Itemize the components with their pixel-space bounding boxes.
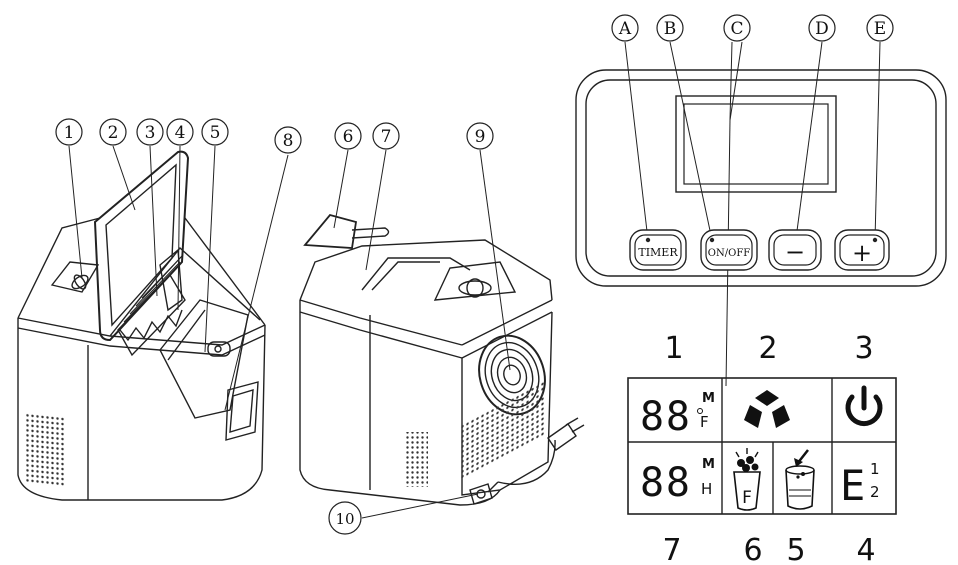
timer-digits: 88 xyxy=(640,460,690,506)
panel-callout-d-label: D xyxy=(815,19,829,39)
error-indicator: E 1 2 xyxy=(840,460,880,510)
minus-button[interactable]: − xyxy=(768,229,822,271)
panel-callout-c: C xyxy=(723,14,751,42)
callout-9: 9 xyxy=(466,122,494,150)
ice-full-icon: F xyxy=(733,448,761,511)
ice-maker-open-lid xyxy=(17,150,266,501)
plus-button-label: + xyxy=(852,239,872,267)
callout-8-label: 8 xyxy=(283,131,294,151)
callout-2-label: 2 xyxy=(108,123,119,143)
panel-callout-c-label: C xyxy=(730,19,743,39)
panel-display-window xyxy=(675,95,837,193)
timer-indicator: 88 M H xyxy=(640,457,715,506)
callout-7-label: 7 xyxy=(381,127,392,147)
error-code-top: 1 xyxy=(870,460,880,478)
timer-unit-bottom: H xyxy=(701,480,712,498)
callout-4: 4 xyxy=(166,118,194,146)
display-number-5: 5 xyxy=(786,533,805,565)
display-number-3: 3 xyxy=(854,331,873,366)
temperature-unit-bottom: F xyxy=(700,413,709,431)
display-number-7: 7 xyxy=(662,533,681,565)
timer-button-label: TIMER xyxy=(638,246,678,259)
callout-10-label: 10 xyxy=(335,510,354,528)
callout-leaders xyxy=(68,145,511,519)
callout-5: 5 xyxy=(201,118,229,146)
callout-10: 10 xyxy=(328,501,362,535)
callout-9-label: 9 xyxy=(475,127,486,147)
display-number-4: 4 xyxy=(856,533,875,565)
error-letter: E xyxy=(840,461,865,510)
display-number-6: 6 xyxy=(743,533,762,565)
callout-6: 6 xyxy=(334,122,362,150)
timer-button[interactable]: TIMER xyxy=(629,229,687,271)
panel-callout-e-label: E xyxy=(874,19,886,39)
machine-callouts: 1 2 3 4 5 8 6 7 9 10 xyxy=(55,118,494,535)
panel-callout-a-label: A xyxy=(618,19,632,39)
add-water-icon xyxy=(785,449,815,510)
error-code-bottom: 2 xyxy=(870,483,880,501)
callout-4-label: 4 xyxy=(175,123,186,143)
callout-1: 1 xyxy=(55,118,83,146)
callout-3-label: 3 xyxy=(145,123,156,143)
callout-1-label: 1 xyxy=(64,123,75,143)
callout-7: 7 xyxy=(372,122,400,150)
control-panel: TIMER ON/OFF − + A B C D E xyxy=(575,14,947,387)
ice-cubes-icon xyxy=(744,390,790,428)
power-icon xyxy=(845,385,883,427)
on-off-button[interactable]: ON/OFF xyxy=(700,229,758,271)
panel-callout-b: B xyxy=(656,14,684,42)
temperature-indicator: 88 M F xyxy=(640,391,715,440)
panel-callout-b-label: B xyxy=(664,19,677,39)
display-legend: 1 2 3 7 6 5 4 88 M F xyxy=(627,331,897,565)
callout-6-label: 6 xyxy=(343,127,354,147)
ice-maker-closed xyxy=(299,213,585,506)
callout-3: 3 xyxy=(136,118,164,146)
callout-2: 2 xyxy=(99,118,127,146)
ice-full-label: F xyxy=(742,488,752,508)
panel-callout-d: D xyxy=(808,14,836,42)
callout-8: 8 xyxy=(274,126,302,154)
callout-5-label: 5 xyxy=(210,123,221,143)
on-off-button-label: ON/OFF xyxy=(708,248,750,259)
panel-callout-a: A xyxy=(611,14,639,42)
panel-callout-e: E xyxy=(866,14,894,42)
plus-button[interactable]: + xyxy=(834,229,890,271)
temperature-digits: 88 xyxy=(640,394,690,440)
timer-unit-top: M xyxy=(702,457,715,472)
minus-button-label: − xyxy=(785,238,805,266)
display-number-2: 2 xyxy=(758,331,777,366)
display-number-1: 1 xyxy=(664,331,683,366)
temperature-unit-top: M xyxy=(702,391,715,406)
